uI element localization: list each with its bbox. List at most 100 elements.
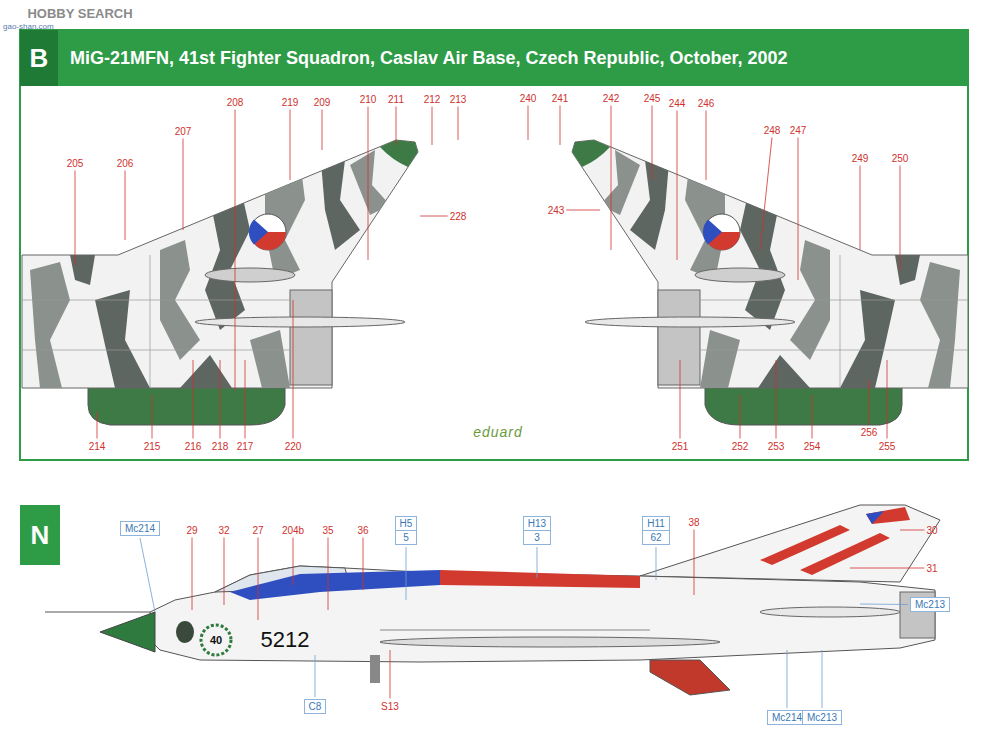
callout-number: 220 [285, 441, 302, 452]
callout-number: 206 [117, 158, 134, 169]
leader-line [75, 171, 76, 266]
leader-line [235, 110, 236, 391]
callout-number: 247 [790, 125, 807, 136]
callout-number: 252 [732, 441, 749, 452]
leader-line [389, 650, 390, 699]
callout-number: 209 [314, 97, 331, 108]
decal-marking: 40 [210, 634, 222, 646]
decal-code: 3 [524, 530, 550, 544]
leader-line [183, 139, 184, 231]
callout-number: 249 [852, 153, 869, 164]
leader-line [293, 538, 294, 586]
leader-line [432, 107, 433, 146]
sheet-title: MiG-21MFN, 41st Fighter Squadron, Caslav… [70, 30, 788, 86]
callout-number: 228 [450, 211, 467, 222]
leader-line [258, 538, 259, 621]
maker-logo: eduard [473, 424, 523, 440]
leader-line [536, 547, 537, 578]
leader-line [192, 538, 193, 611]
callout-number: 255 [879, 441, 896, 452]
callout-number: 248 [764, 125, 781, 136]
leader-line [314, 655, 315, 697]
watermark: HOBBY SEARCH [27, 6, 132, 21]
leader-line [193, 360, 194, 439]
leader-line [322, 110, 323, 151]
leader-line [655, 547, 656, 580]
leader-line [869, 380, 870, 425]
callout-number: 254 [804, 441, 821, 452]
leader-line [900, 166, 901, 271]
callout-number: 216 [185, 441, 202, 452]
leader-line [900, 530, 924, 531]
leader-line [245, 360, 246, 439]
callout-number: 242 [603, 93, 620, 104]
leader-line [850, 568, 924, 569]
leader-line [652, 106, 653, 181]
callout-number: 211 [388, 94, 404, 105]
callout-number: 208 [227, 97, 244, 108]
callout-number: 250 [892, 153, 909, 164]
callout-number: 29 [186, 525, 197, 536]
callout-number: 31 [926, 563, 937, 574]
decal-code: Mc214 [121, 522, 159, 535]
decal-box: H55 [395, 516, 418, 545]
decal-box: H1162 [642, 516, 670, 545]
leader-line [821, 650, 822, 708]
leader-line [776, 360, 777, 439]
leader-line [368, 107, 369, 261]
callout-number: 251 [672, 441, 689, 452]
decal-code: C8 [305, 700, 326, 713]
leader-line [611, 106, 612, 251]
decal-box: Mc214 [120, 521, 160, 536]
callout-number: 212 [424, 94, 441, 105]
leader-line [140, 538, 155, 612]
decal-marking: 5212 [261, 627, 310, 653]
section-letter-text: N [31, 520, 50, 551]
callout-number: 207 [175, 126, 192, 137]
callout-number: S13 [381, 701, 399, 712]
section-letter: B [20, 30, 58, 86]
leader-line [694, 530, 695, 596]
leader-line [860, 166, 861, 251]
section-letter: N [20, 505, 60, 565]
callout-number: 244 [669, 98, 686, 109]
leader-line [220, 360, 221, 439]
leader-line [860, 604, 908, 606]
callout-number: 35 [322, 525, 333, 536]
callout-number: 36 [357, 525, 368, 536]
leader-line [560, 106, 561, 146]
leader-line [224, 538, 225, 606]
callout-number: 219 [282, 97, 299, 108]
leader-line [405, 547, 406, 600]
callout-number: 241 [552, 93, 569, 104]
callout-number: 246 [698, 98, 715, 109]
decal-code: 5 [396, 530, 417, 544]
leader-line [786, 650, 787, 708]
callout-number: 30 [926, 525, 937, 536]
callout-number: 213 [450, 94, 467, 105]
callout-number: 253 [768, 441, 785, 452]
callout-number: 214 [89, 441, 106, 452]
leader-line [97, 412, 98, 439]
callout-number: 243 [548, 205, 565, 216]
leader-line [395, 107, 396, 146]
leader-line [706, 111, 707, 181]
leader-line [760, 138, 772, 251]
decal-code: Mc213 [911, 598, 949, 611]
leader-line [125, 171, 126, 241]
callout-number: 204b [282, 525, 304, 536]
leader-line [363, 538, 364, 591]
leader-line [458, 107, 459, 141]
decal-box: Mc213 [910, 597, 950, 612]
leader-line [740, 395, 741, 439]
decal-code: Mc214 [768, 711, 806, 724]
callout-number: 218 [212, 441, 229, 452]
callout-number: 205 [67, 158, 84, 169]
callout-number: 38 [688, 517, 699, 528]
decal-box: H133 [523, 516, 551, 545]
decal-code: 62 [643, 530, 669, 544]
leader-line [293, 300, 294, 439]
leader-line [290, 110, 291, 181]
